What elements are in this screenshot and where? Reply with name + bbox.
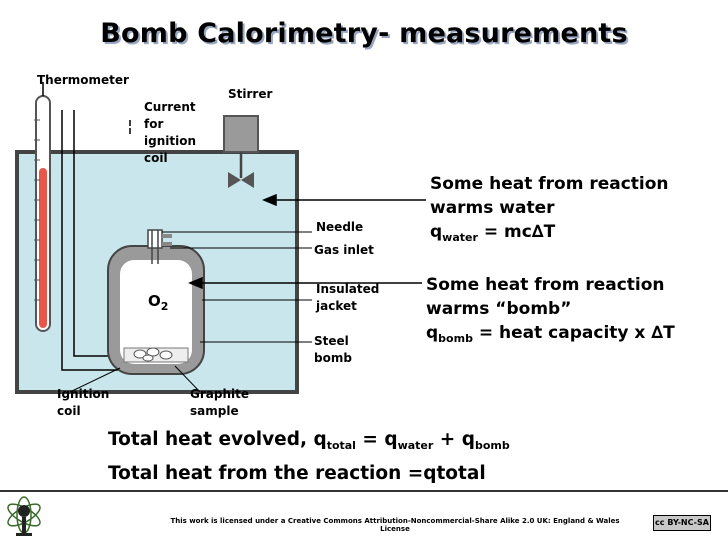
water-heat-note: Some heat from reaction warms water qwat…	[430, 174, 669, 244]
steel-bomb-icon	[107, 229, 205, 375]
label-gas-inlet: Gas inlet	[314, 243, 374, 257]
arrow-to-bomb	[188, 276, 422, 290]
label-needle: Needle	[316, 220, 364, 234]
label-stirrer: Stirrer	[228, 87, 273, 101]
arrow-to-water	[262, 193, 426, 207]
label-current-for-ignition-coil: Current for ignition coil	[144, 100, 196, 165]
atom-microphone-icon	[7, 496, 41, 536]
label-steel-bomb: Steel bomb	[314, 334, 352, 365]
page-title: Bomb Calorimetry- measurements	[100, 18, 628, 49]
ignition-wires	[61, 110, 131, 371]
leader-lines	[69, 231, 312, 393]
cc-license-badge[interactable]: cc BY-NC-SA	[653, 515, 711, 531]
total-heat-equation: Total heat evolved, qtotal = qwater + qb…	[108, 429, 510, 452]
label-o2: O2	[148, 292, 169, 313]
license-text: This work is licensed under a Creative C…	[170, 517, 620, 533]
total-heat-statement: Total heat from the reaction =qtotal	[108, 463, 486, 484]
footer-bar	[0, 490, 728, 548]
bomb-heat-note: Some heat from reaction warms “bomb” qbo…	[426, 275, 675, 345]
label-thermometer: Thermometer	[37, 73, 129, 87]
thermometer-icon	[34, 82, 51, 332]
label-ignition-coil: Ignition coil	[57, 387, 110, 418]
stirrer-icon	[223, 115, 259, 188]
label-graphite-sample: Graphite sample	[190, 387, 249, 418]
label-insulated-jacket: Insulated jacket	[316, 282, 380, 313]
